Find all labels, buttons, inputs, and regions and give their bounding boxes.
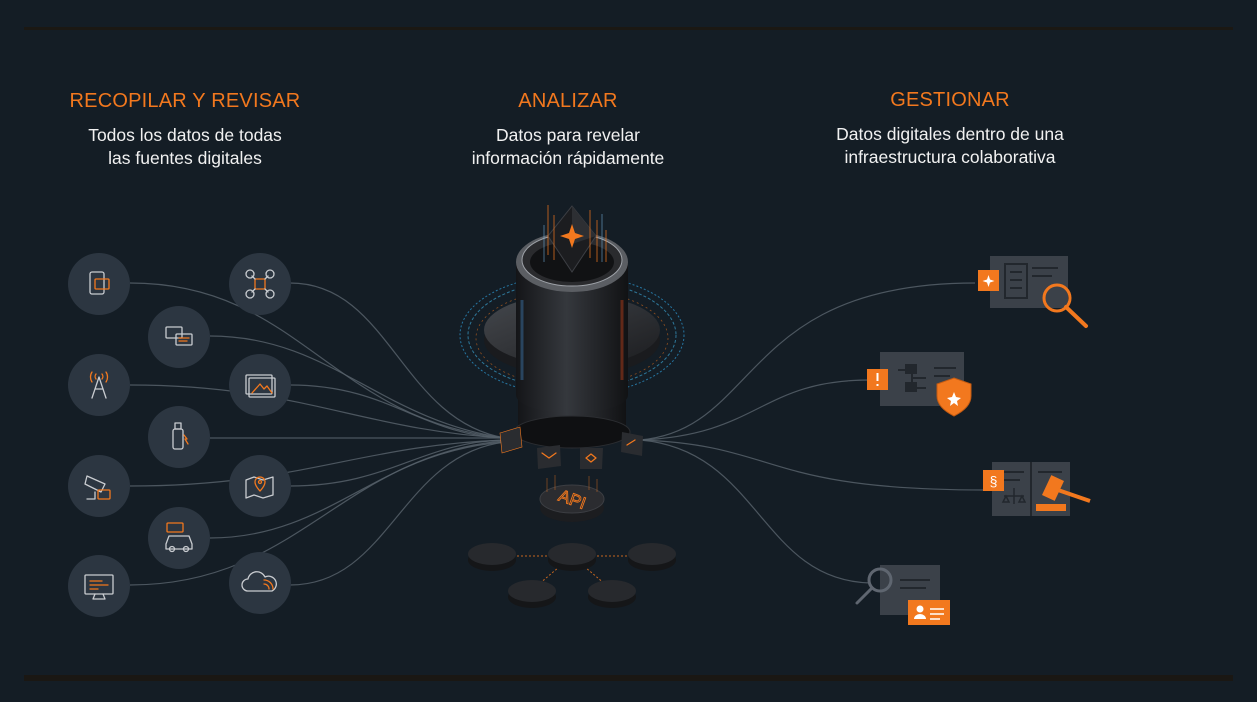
source-nodes <box>68 253 291 617</box>
id-card-icon <box>855 565 950 625</box>
svg-text:§: § <box>990 473 998 489</box>
chat-messages-icon <box>148 306 210 368</box>
usb-drive-icon <box>148 406 210 468</box>
manage-column: GESTIONAR Datos digitales dentro de una … <box>790 87 1110 169</box>
police-badge-icon <box>867 352 972 417</box>
collect-review-column: RECOPILAR Y REVISAR Todos los datos de t… <box>25 88 345 170</box>
cloud-icon <box>229 552 291 614</box>
bottom-divider <box>24 675 1233 681</box>
desc-line: infraestructura colaborativa <box>844 147 1056 167</box>
manage-description: Datos digitales dentro de una infraestru… <box>790 123 1110 169</box>
manage-title: GESTIONAR <box>890 89 1010 111</box>
top-divider <box>24 27 1233 30</box>
desc-line: Datos para revelar <box>496 125 640 145</box>
collect-review-title: RECOPILAR Y REVISAR <box>69 90 301 112</box>
image-gallery-icon <box>229 354 291 416</box>
legal-gavel-icon: § <box>983 462 1091 516</box>
mobile-device-icon <box>68 253 130 315</box>
analysis-hub: API <box>459 205 685 608</box>
hub-module-tiles <box>499 426 643 469</box>
analyze-column: ANALIZAR Datos para revelar información … <box>408 88 728 170</box>
source-connections <box>129 282 506 586</box>
desc-line: información rápidamente <box>471 148 665 168</box>
output-connections <box>639 282 986 584</box>
analyze-title: ANALIZAR <box>518 90 618 112</box>
drone-icon <box>229 253 291 315</box>
desc-line: Datos digitales dentro de una <box>836 124 1064 144</box>
output-nodes: § <box>855 256 1091 625</box>
case-search-icon <box>978 256 1088 328</box>
desc-line: las fuentes digitales <box>108 148 262 168</box>
cell-tower-icon <box>68 354 130 416</box>
vehicle-icon <box>148 507 210 569</box>
desc-line: Todos los datos de todas <box>88 125 282 145</box>
collect-review-description: Todos los datos de todas las fuentes dig… <box>25 124 345 170</box>
computer-monitor-icon <box>68 555 130 617</box>
analyze-description: Datos para revelar información rápidamen… <box>408 124 728 170</box>
cctv-camera-icon <box>68 455 130 517</box>
storage-node-cluster <box>468 543 676 608</box>
location-map-icon <box>229 455 291 517</box>
